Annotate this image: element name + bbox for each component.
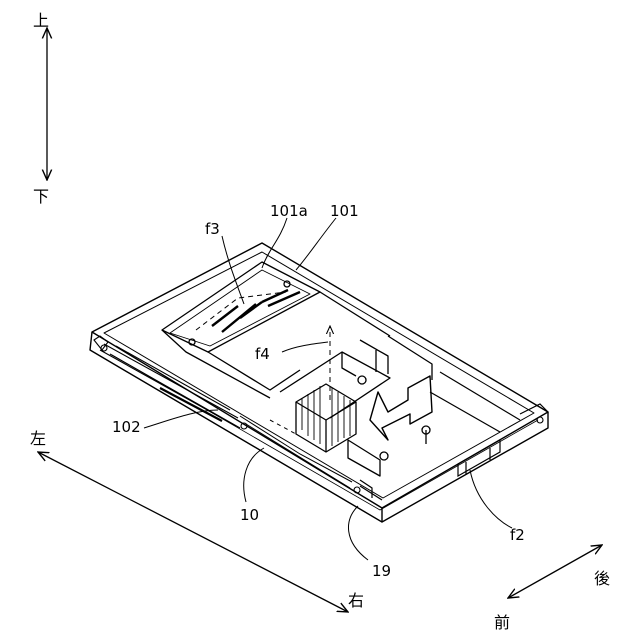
direction-back: 後 [594,569,610,588]
label-102: 102 [112,418,141,436]
direction-left: 左 [30,429,46,448]
front-back-arrow [508,545,602,598]
label-19: 19 [372,562,391,580]
label-10: 10 [240,506,259,524]
direction-up: 上 [33,11,49,30]
left-right-arrow [38,452,348,612]
label-f4: f4 [255,345,270,363]
label-f2: f2 [510,526,525,544]
direction-front: 前 [494,613,510,632]
direction-down: 下 [33,187,49,206]
label-f3: f3 [205,220,220,238]
inclined-platform [162,262,390,398]
label-101: 101 [330,202,359,220]
direction-right: 右 [348,591,364,610]
label-101a: 101a [270,202,308,220]
